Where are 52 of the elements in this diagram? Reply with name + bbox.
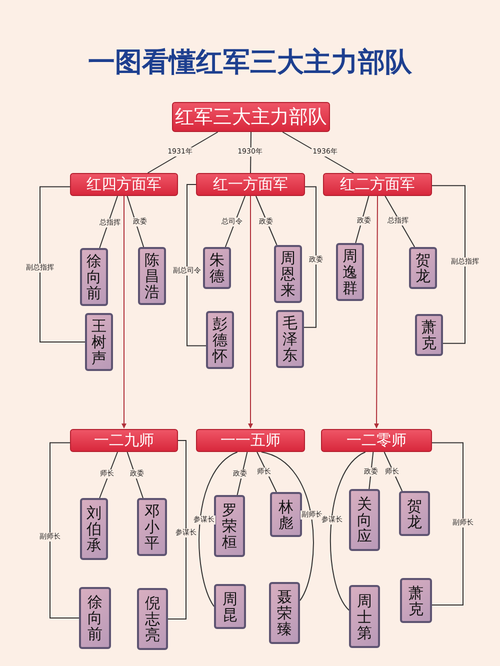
name-box: 倪志亮 [137, 588, 168, 650]
name-box: 贺龙 [399, 491, 430, 536]
connector-line [256, 452, 277, 492]
unit-box: 红一方面军 [196, 173, 305, 196]
connector-line [236, 452, 248, 496]
connector-line [384, 196, 416, 248]
name-box: 周昆 [214, 584, 246, 629]
connector-line [304, 186, 316, 328]
arrow [248, 196, 253, 428]
connector-line [224, 196, 246, 248]
connector-line [355, 196, 370, 244]
connector-line [432, 442, 464, 606]
connector-line [50, 442, 80, 618]
name-box: 徐向前 [79, 587, 111, 649]
connector-line [432, 185, 466, 344]
name-box: 徐向前 [80, 248, 108, 306]
name-box: 贺龙 [409, 247, 437, 289]
name-box: 朱德 [203, 247, 231, 289]
name-box: 关向应 [349, 489, 380, 551]
connector-line [198, 452, 238, 607]
name-box: 陈昌浩 [138, 247, 166, 305]
name-box: 罗荣桓 [214, 495, 245, 557]
name-box: 刘伯承 [80, 498, 108, 560]
unit-box: 红军三大主力部队 [172, 102, 330, 132]
unit-box: 红二方面军 [323, 173, 432, 196]
unit-box: 一二九师 [70, 429, 178, 452]
name-box: 王树声 [85, 313, 113, 371]
name-box: 彭德怀 [206, 311, 234, 369]
connector-line [384, 452, 403, 492]
name-box: 周恩来 [274, 245, 302, 303]
connector-line [40, 186, 86, 342]
connector-line [330, 452, 366, 611]
name-box: 萧克 [400, 578, 432, 623]
name-box: 周逸群 [336, 243, 364, 301]
unit-box: 一一五师 [196, 429, 305, 452]
arrow [122, 196, 126, 428]
connector-line [186, 184, 206, 346]
name-box: 周士第 [349, 585, 380, 648]
connector-line [260, 452, 314, 602]
connector-line [368, 452, 374, 490]
arrow [374, 196, 380, 428]
connector-line [168, 440, 186, 620]
name-box: 毛泽东 [276, 310, 304, 368]
unit-box: 一二零师 [321, 429, 432, 452]
title: 一图看懂红军三大主力部队 [87, 46, 413, 80]
connector-line [99, 196, 118, 248]
name-box: 聂荣臻 [269, 582, 300, 644]
name-box: 林彪 [270, 492, 302, 537]
unit-box: 红四方面军 [70, 173, 178, 196]
connector-line [99, 452, 118, 498]
name-box: 萧克 [415, 314, 443, 356]
name-box: 邓小平 [137, 498, 167, 556]
